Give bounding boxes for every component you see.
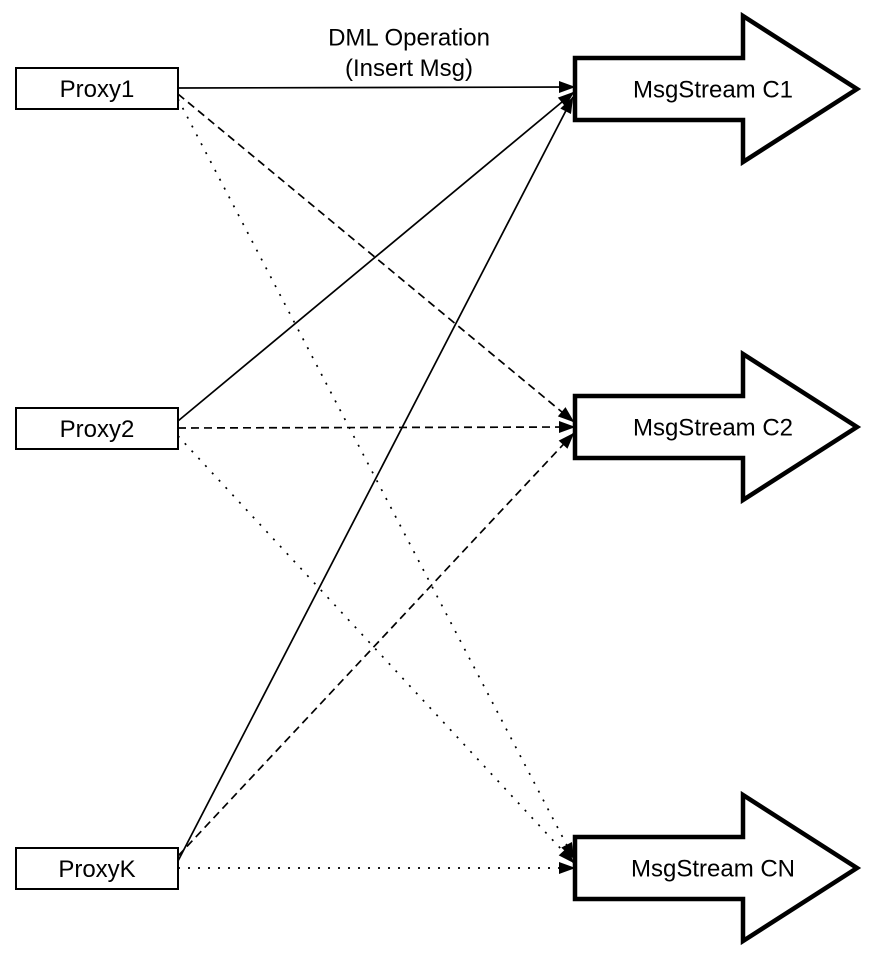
node-proxyk: ProxyK: [15, 847, 179, 890]
msgstream-c1-arrow-shape: [572, 11, 862, 167]
node-proxy1: Proxy1: [15, 67, 179, 110]
edge-proxy2-msgstream-c1: [177, 91, 575, 422]
msgstream-cn-arrow-shape: [572, 790, 862, 946]
edge-proxy2-msgstream-cn: [177, 435, 575, 864]
proxyk-label: ProxyK: [58, 856, 135, 883]
edge-proxy1-msgstream-c1: [177, 81, 576, 94]
edge-proxy1-msgstream-c2: [177, 93, 575, 423]
proxy2-box: [15, 407, 179, 450]
node-msgstream-c1: MsgStream C1: [572, 11, 862, 167]
node-msgstream-c2: MsgStream C2: [572, 349, 862, 505]
proxy1-label: Proxy1: [60, 76, 135, 103]
title-line-2: (Insert Msg): [345, 55, 473, 82]
msgstream-c1-label: MsgStream C1: [633, 77, 793, 104]
node-proxy2: Proxy2: [15, 407, 179, 450]
msgstream-c2-arrow-shape: [572, 349, 862, 505]
title-line-1: DML Operation: [328, 25, 490, 52]
edge-proxy2-msgstream-c2: [177, 421, 576, 434]
node-msgstream-cn: MsgStream CN: [572, 790, 862, 946]
edge-proxyk-msgstream-c2: [177, 432, 575, 857]
msgstream-c2-label: MsgStream C2: [633, 415, 793, 442]
proxy1-box: [15, 67, 179, 110]
proxy2-label: Proxy2: [60, 416, 135, 443]
edge-proxyk-msgstream-c1: [177, 96, 574, 862]
msgstream-cn-label: MsgStream CN: [631, 856, 795, 883]
proxyk-box: [15, 847, 179, 890]
diagram-title: DML Operation (Insert Msg): [328, 25, 490, 83]
